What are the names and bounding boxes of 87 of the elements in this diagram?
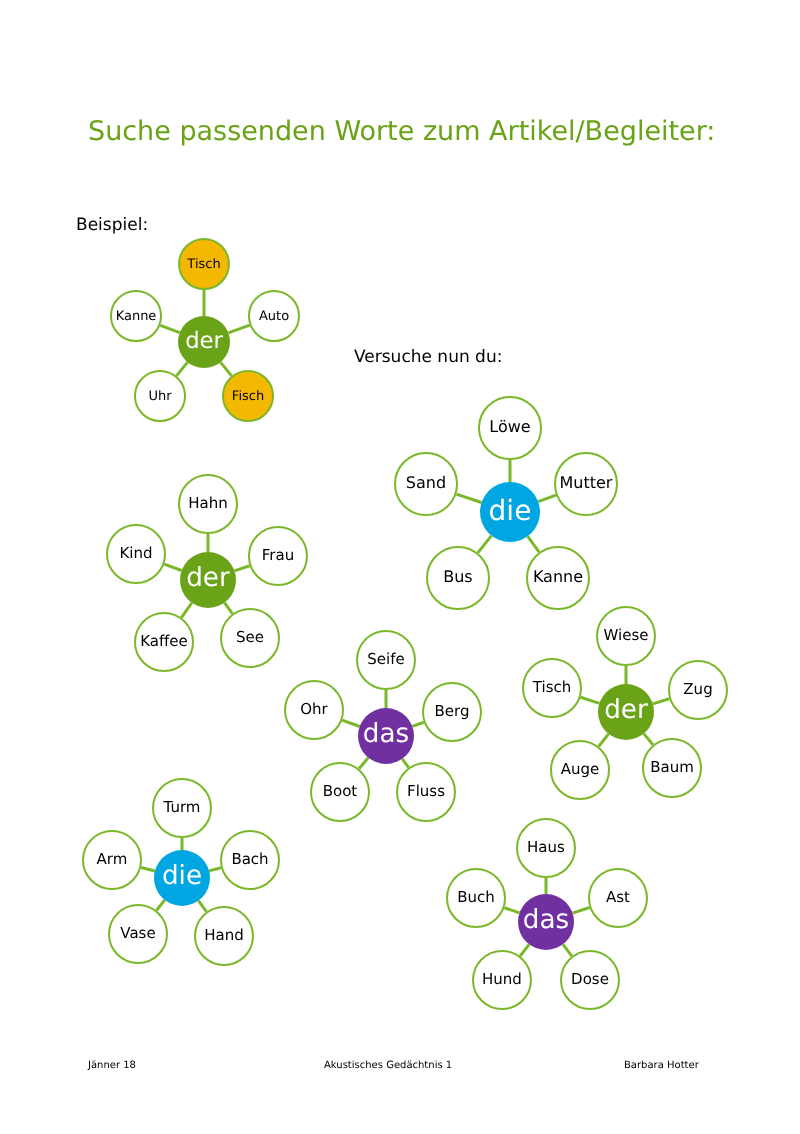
article-label: der	[604, 698, 648, 726]
word-circle	[248, 290, 300, 342]
word-circle	[178, 238, 230, 290]
word-circle	[588, 868, 648, 928]
connector-line	[180, 601, 194, 619]
connector-line	[197, 899, 208, 913]
article-circle	[480, 482, 540, 542]
word-label: Sand	[405, 476, 447, 492]
word-circle	[110, 290, 162, 342]
connector-line	[341, 718, 361, 728]
connector-line	[219, 361, 233, 377]
word-circle	[222, 370, 274, 422]
word-label: Mutter	[559, 476, 613, 492]
word-circle	[108, 904, 168, 964]
word-circle	[422, 682, 482, 742]
word-label: Bus	[443, 570, 473, 586]
connector-line	[357, 756, 370, 770]
article-circle	[180, 552, 236, 608]
connector-line	[544, 878, 548, 894]
article-circle	[598, 684, 654, 740]
word-circle	[106, 524, 166, 584]
word-circle	[220, 830, 280, 890]
connector-line	[455, 492, 482, 504]
word-circle	[194, 906, 254, 966]
connector-line	[508, 460, 512, 482]
connector-line	[175, 361, 189, 377]
word-circle	[248, 526, 308, 586]
article-label: die	[488, 498, 532, 526]
word-circle	[526, 546, 590, 610]
connector-line	[163, 562, 183, 572]
word-circle	[396, 762, 456, 822]
word-circle	[550, 740, 610, 800]
connector-line	[401, 757, 410, 769]
connector-line	[384, 690, 388, 708]
word-circle	[220, 608, 280, 668]
article-circle	[518, 894, 574, 950]
article-label: der	[185, 330, 223, 354]
heading: Suche passenden Worte zum Artikel/Begleiter:	[88, 116, 716, 148]
article-label: die	[161, 864, 203, 892]
word-circle	[356, 630, 416, 690]
connector-line	[223, 601, 234, 615]
connector-line	[580, 695, 600, 705]
article-label: das	[362, 722, 410, 750]
word-circle	[394, 452, 458, 516]
example-label: Beispiel:	[76, 216, 149, 236]
connector-line	[526, 535, 541, 553]
connector-line	[206, 534, 210, 552]
instruction-text: Versuche nun du:	[354, 348, 503, 368]
connector-line	[624, 666, 628, 684]
word-circle	[522, 658, 582, 718]
article-circle	[154, 850, 210, 906]
connector-line	[155, 899, 166, 912]
connector-line	[518, 943, 531, 957]
connector-line	[561, 943, 574, 957]
word-circle	[134, 370, 186, 422]
connector-line	[476, 534, 493, 554]
word-label: Kanne	[532, 570, 584, 586]
article-circle	[178, 316, 230, 368]
word-circle	[478, 396, 542, 460]
connector-line	[180, 838, 184, 850]
word-circle	[152, 778, 212, 838]
word-circle	[554, 452, 618, 516]
word-circle	[284, 680, 344, 740]
article-label: das	[522, 908, 570, 936]
word-circle	[134, 612, 194, 672]
word-circle	[596, 606, 656, 666]
connector-line	[597, 733, 610, 748]
word-circle	[426, 546, 490, 610]
connector-line	[642, 732, 655, 746]
word-label: Löwe	[489, 420, 531, 436]
connector-line	[202, 290, 206, 316]
article-circle	[358, 708, 414, 764]
word-circle	[472, 950, 532, 1010]
word-circle	[516, 818, 576, 878]
word-circle	[446, 868, 506, 928]
connector-line	[227, 323, 251, 335]
word-circle	[668, 660, 728, 720]
connector-line	[140, 866, 156, 873]
word-circle	[642, 738, 702, 798]
connector-line	[537, 493, 557, 504]
word-circle	[310, 762, 370, 822]
connector-line	[159, 323, 181, 335]
word-circle	[178, 474, 238, 534]
article-label: der	[186, 566, 230, 594]
connector-line	[652, 697, 670, 706]
word-circle	[82, 830, 142, 890]
word-circle	[560, 950, 620, 1010]
